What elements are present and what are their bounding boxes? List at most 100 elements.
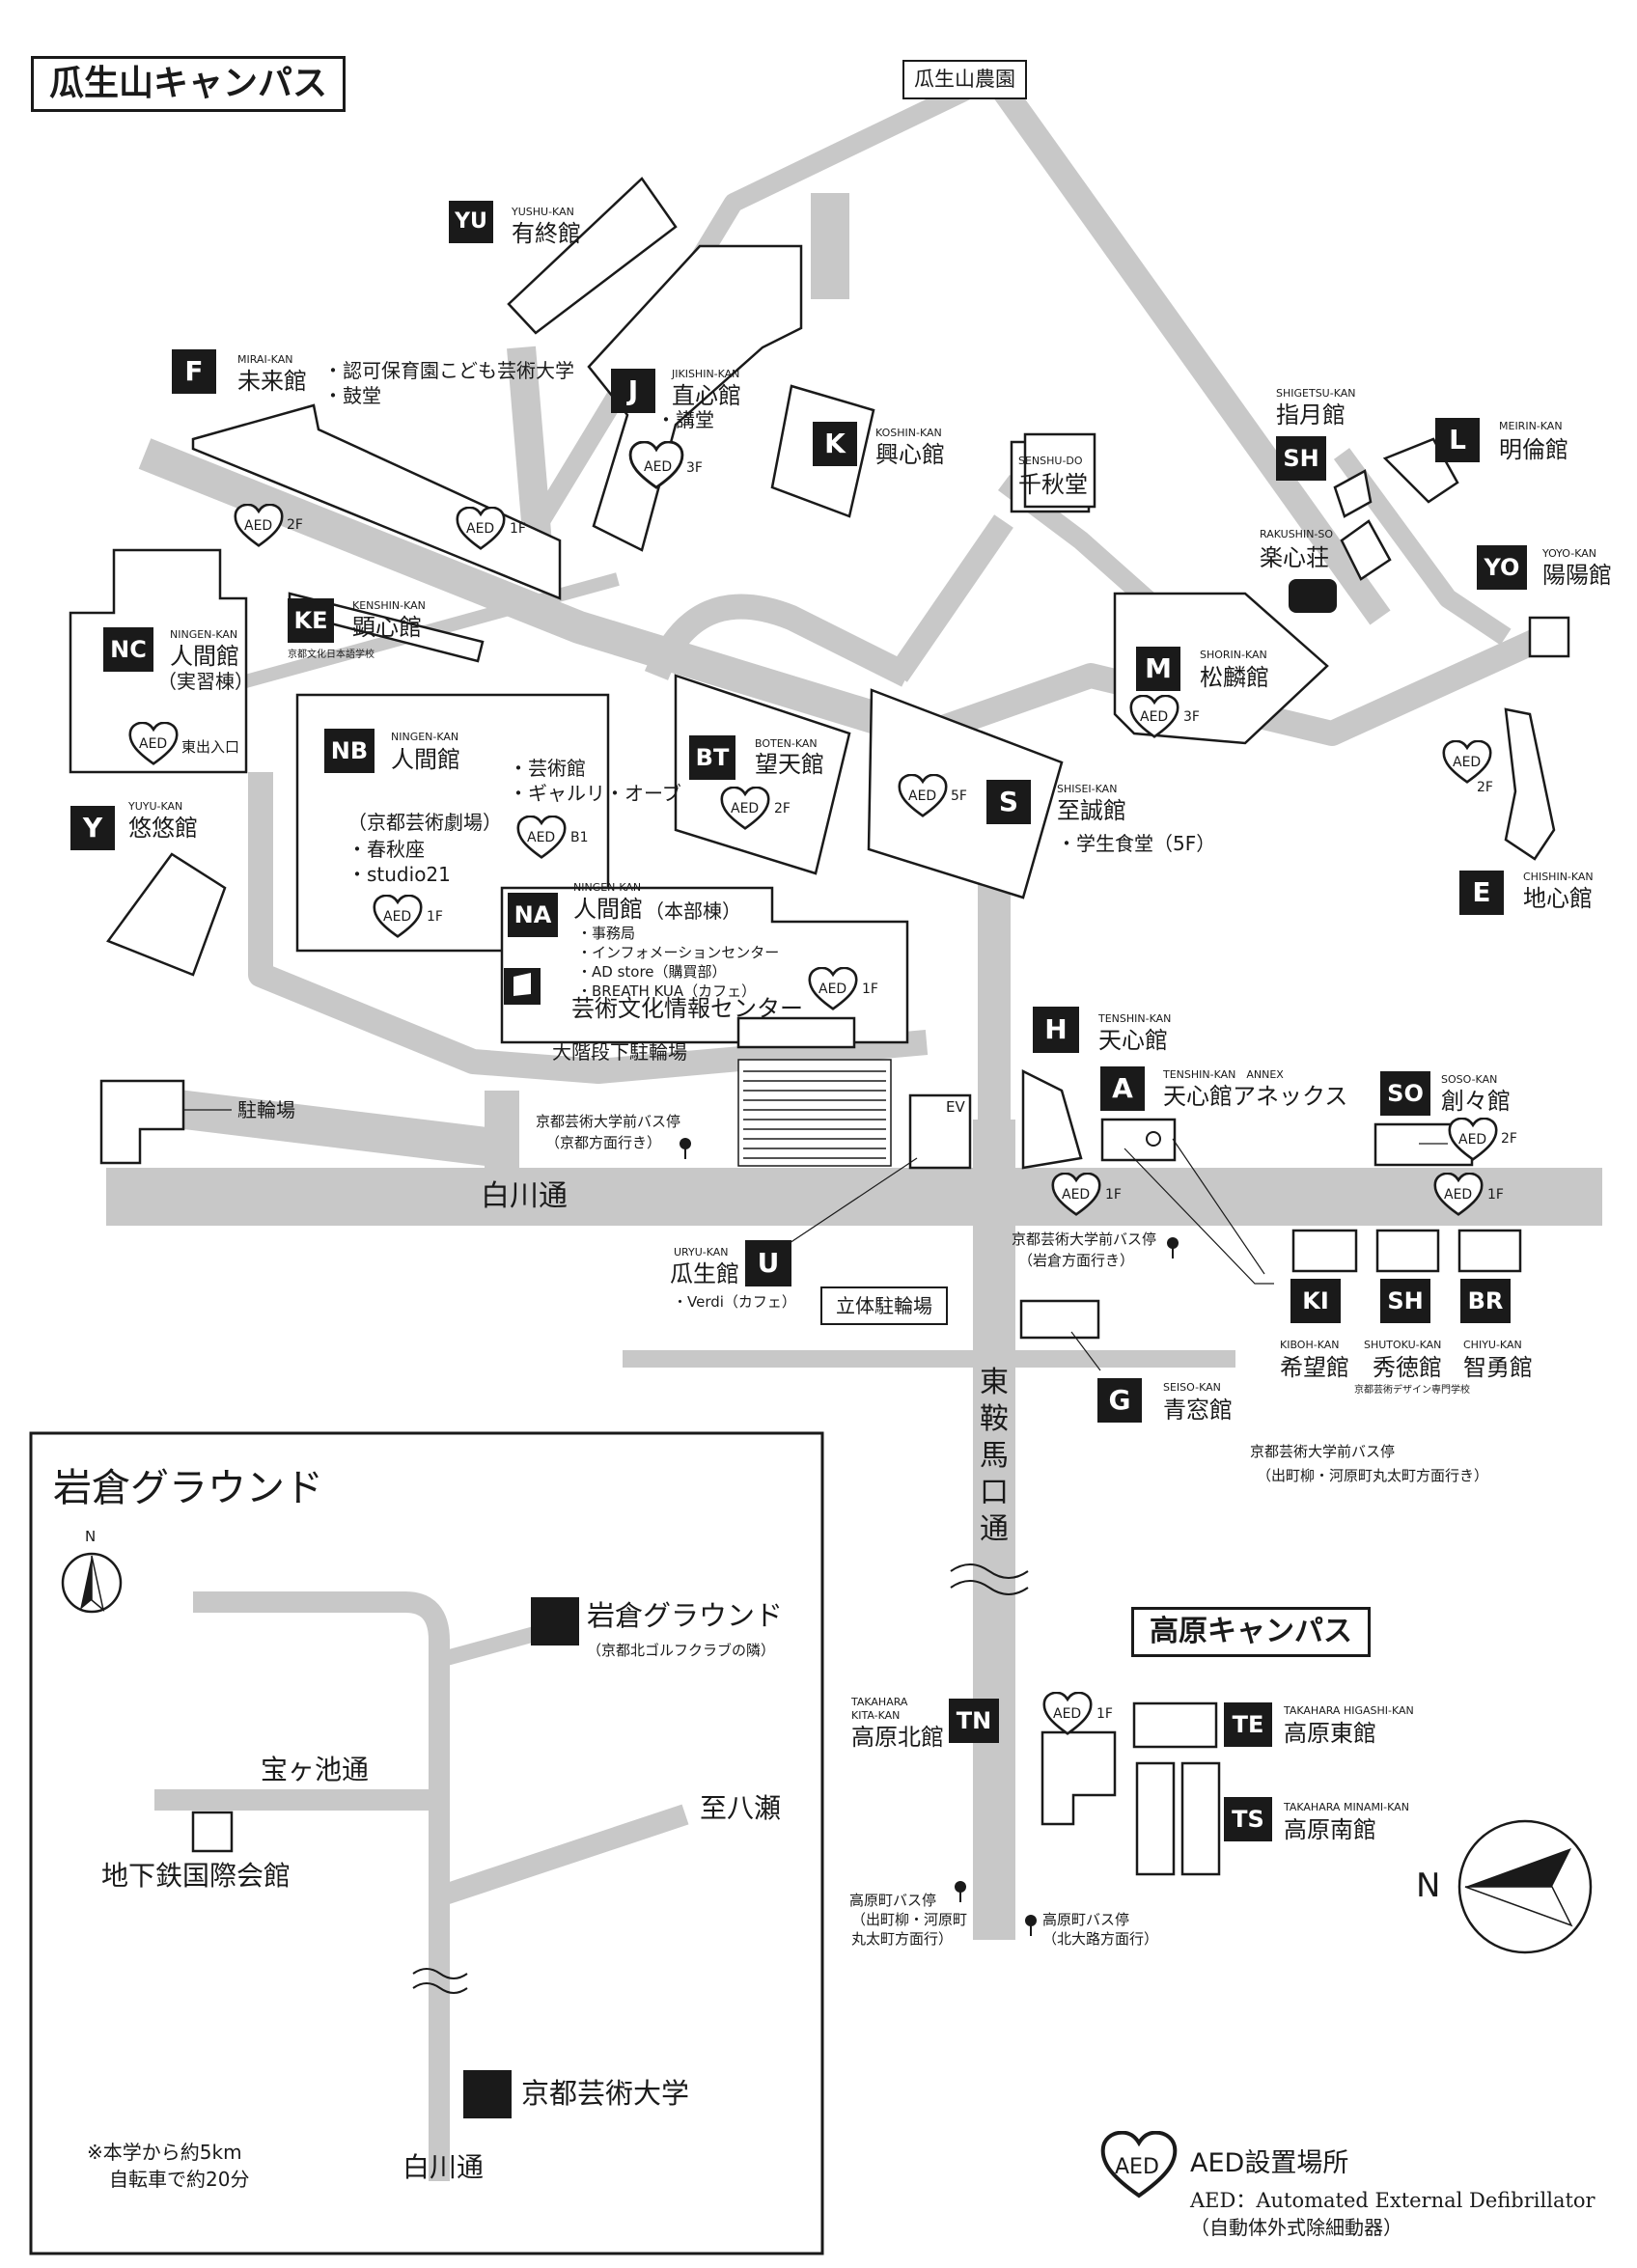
building-code-ki[interactable]: KI	[1290, 1279, 1341, 1323]
name-s: 至誠館	[1057, 797, 1126, 824]
building-code-so[interactable]: SO	[1380, 1071, 1430, 1116]
iwakura-ground-sub: （京都北ゴルフクラブの隣）	[587, 1642, 776, 1659]
building-code-f[interactable]: F	[172, 349, 216, 394]
building-code-k[interactable]: K	[813, 422, 857, 466]
romaji-br: CHIYU-KAN	[1463, 1339, 1522, 1351]
building-code-tn[interactable]: TN	[949, 1699, 999, 1743]
iwakura-inset-frame	[29, 1431, 824, 2255]
name-raku: 楽心荘	[1260, 544, 1329, 571]
romaji-sh2: SHUTOKU-KAN	[1364, 1339, 1442, 1351]
romaji-raku: RAKUSHIN-SO	[1260, 528, 1334, 540]
romaji-tn-1: TAKAHARA	[851, 1696, 908, 1708]
note-na-4: ・BREATH KUA（カフェ）	[577, 982, 757, 1000]
aed-label: AED	[1444, 1187, 1473, 1203]
aed-floor: 2F	[1477, 780, 1493, 795]
note-nb-3: ・studio21	[347, 863, 451, 886]
romaji-m: SHORIN-KAN	[1200, 649, 1267, 661]
building-code-h[interactable]: H	[1033, 1007, 1079, 1053]
note-j-1: ・講堂	[656, 408, 714, 431]
name-ts: 高原南館	[1284, 1816, 1376, 1843]
name-f: 未来館	[237, 368, 307, 395]
ev-label: EV	[946, 1098, 965, 1116]
note-f-2: ・鼓堂	[323, 384, 381, 407]
bicycle-parking: 駐輪場	[237, 1098, 295, 1121]
aed-floor: 5F	[951, 788, 967, 804]
bus-demachi-2: （出町柳・河原町丸太町方面行き）	[1257, 1467, 1489, 1484]
name-te: 高原東館	[1284, 1720, 1376, 1747]
building-code-yu[interactable]: YU	[449, 201, 493, 243]
aed-label: AED	[1458, 1132, 1487, 1148]
campus-title: 瓜生山キャンパス	[31, 56, 347, 112]
romaji-bt: BOTEN-KAN	[755, 737, 818, 750]
legend-aed-mark: AED	[1115, 2155, 1159, 2179]
takahara-title: 高原キャンパス	[1131, 1607, 1371, 1657]
iwakura-univ: 京都芸術大学	[521, 2077, 690, 2110]
iwakura-note-2: 自転車で約20分	[109, 2168, 250, 2191]
building-code-a[interactable]: A	[1100, 1066, 1145, 1111]
romaji-e: CHISHIN-KAN	[1523, 871, 1594, 883]
name-j: 直心館	[672, 382, 741, 409]
bus-kyoto-2: （京都方面行き）	[545, 1134, 662, 1151]
bus-demachi-1: 京都芸術大学前バス停	[1250, 1443, 1396, 1460]
building-code-sh1[interactable]: SH	[1276, 436, 1326, 481]
romaji-h: TENSHIN-KAN	[1098, 1012, 1172, 1025]
aed-label: AED	[1453, 755, 1482, 770]
north-compass-iwakura	[61, 1552, 123, 1614]
building-code-sh2[interactable]: SH	[1380, 1279, 1430, 1323]
building-code-bt[interactable]: BT	[689, 735, 735, 780]
building-code-te[interactable]: TE	[1224, 1702, 1272, 1747]
name-m: 松麟館	[1200, 664, 1269, 691]
romaji-ke: KENSHIN-KAN	[352, 599, 426, 612]
iwakura-ground: 岩倉グラウンド	[587, 1599, 784, 1632]
building-code-g[interactable]: G	[1097, 1378, 1142, 1423]
name-sh2: 秀徳館	[1373, 1354, 1442, 1381]
iwakura-shirakawa: 白川通	[402, 2151, 485, 2183]
farm-label: 瓜生山農園	[902, 60, 1027, 99]
building-code-u[interactable]: U	[745, 1240, 791, 1286]
bus-kyoto-1: 京都芸術大学前バス停	[536, 1113, 681, 1130]
name-e: 地心館	[1523, 885, 1593, 912]
aed-floor: 1F	[1487, 1187, 1504, 1203]
building-code-na[interactable]: NA	[508, 893, 558, 937]
building-code-br[interactable]: BR	[1460, 1279, 1511, 1323]
romaji-nb: NINGEN-KAN	[391, 731, 459, 743]
iwakura-subway: 地下鉄国際会館	[101, 1860, 291, 1892]
iwakura-ground-marker	[531, 1597, 579, 1646]
romaji-so: SOSO-KAN	[1441, 1073, 1498, 1086]
romaji-sh1: SHIGETSU-KAN	[1276, 387, 1356, 400]
name-bt: 望天館	[755, 751, 824, 778]
romaji-f: MIRAI-KAN	[237, 353, 293, 366]
aed-label: AED	[731, 801, 760, 816]
name-nc: 人間館	[170, 643, 239, 670]
romaji-yo: YOYO-KAN	[1542, 547, 1596, 560]
north-compass-takahara	[1457, 1819, 1593, 1954]
building-code-ke[interactable]: KE	[288, 598, 334, 643]
building-code-y[interactable]: Y	[70, 806, 115, 850]
sub-ke: 京都文化日本語学校	[288, 650, 375, 660]
rakushin-emblem	[1289, 579, 1337, 613]
name-tn: 高原北館	[851, 1724, 944, 1751]
aed-label: AED	[908, 788, 937, 804]
building-code-s[interactable]: S	[986, 780, 1031, 824]
name-l: 明倫館	[1499, 436, 1568, 463]
name-yo: 陽陽館	[1542, 562, 1612, 589]
name-ke: 顕心館	[352, 614, 422, 641]
building-code-l[interactable]: L	[1435, 418, 1480, 462]
building-code-ts[interactable]: TS	[1224, 1797, 1272, 1841]
sub-sh2: 京都芸術デザイン専門学校	[1354, 1385, 1470, 1396]
road-higashi-kurama-5: 通	[980, 1512, 1009, 1546]
building-code-m[interactable]: M	[1136, 647, 1180, 691]
building-code-e[interactable]: E	[1459, 871, 1504, 915]
building-code-j[interactable]: J	[611, 369, 655, 413]
aed-label: AED	[1140, 709, 1169, 725]
bus-iwakura-2: （岩倉方面行き）	[1018, 1252, 1135, 1269]
aed-floor: 2F	[1501, 1131, 1517, 1147]
name-na: 人間館	[573, 896, 643, 923]
building-code-yo[interactable]: YO	[1477, 545, 1527, 590]
building-code-nc[interactable]: NC	[103, 627, 153, 672]
romaji-na: NINGEN-KAN	[573, 881, 642, 894]
aed-floor: 3F	[686, 460, 703, 476]
building-code-nb[interactable]: NB	[324, 729, 375, 773]
bus-takahara1-3: 丸太町方面行）	[851, 1930, 954, 1948]
